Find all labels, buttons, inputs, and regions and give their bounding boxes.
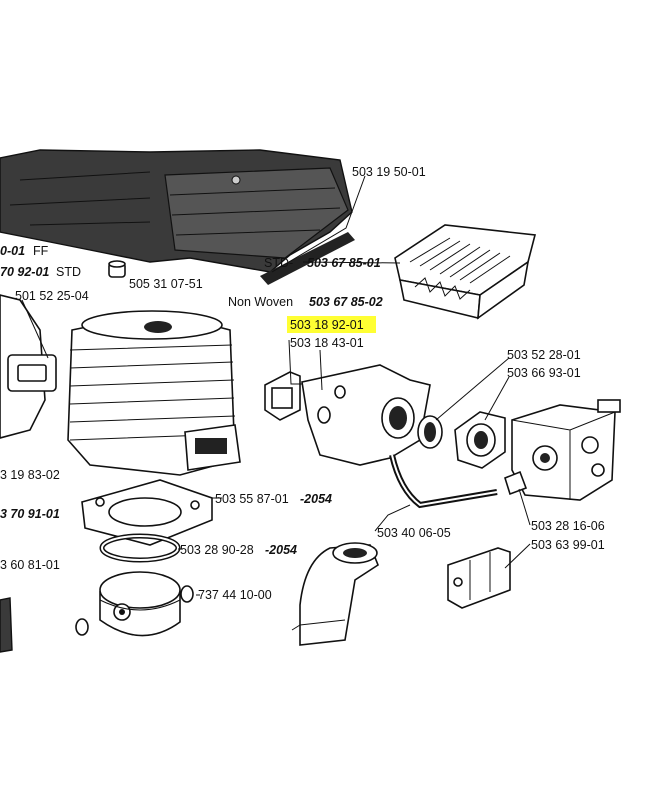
label-piston-partial: 3 70 91-01: [0, 507, 60, 521]
circlip-right: [180, 585, 194, 603]
label-gasket: 503 55 87-01: [215, 492, 289, 506]
label-intake-manifold: 503 18 43-01: [290, 336, 364, 350]
leader-lines: [21, 175, 531, 596]
label-gasket-suffix: -2054: [300, 492, 332, 506]
cylinder: [67, 310, 241, 476]
label-piston-ring-suffix: -2054: [265, 543, 297, 557]
gasket: [81, 479, 213, 546]
label-flange-ring: 503 52 28-01: [507, 348, 581, 362]
label-highlighted-part: 503 18 92-01: [290, 318, 364, 332]
carburetor: [504, 399, 621, 501]
label-muffler: 501 52 25-04: [15, 289, 89, 303]
label-impulse-hose: 503 40 06-05: [377, 526, 451, 540]
highlight-box: [287, 316, 376, 333]
label-std: STD: [56, 265, 81, 279]
label-ff: FF: [33, 244, 49, 258]
label-carburetor: 503 28 16-06: [531, 519, 605, 533]
impulse-hose-core: [391, 454, 498, 507]
label-piston-ring: 503 28 90-28: [180, 543, 254, 557]
label-std-prefix: STD-: [264, 256, 293, 270]
label-grommet: 503 63 99-01: [531, 538, 605, 552]
air-filter: [394, 224, 537, 320]
bushing: [108, 260, 126, 278]
label-bushing: 505 31 07-51: [129, 277, 203, 291]
muffler: [0, 294, 57, 653]
label-air-filter-cover: 503 19 50-01: [352, 165, 426, 179]
air-filter-cover: [0, 149, 355, 285]
label-ff-partial: 0-01: [0, 244, 25, 258]
piston-ring-inner: [101, 535, 179, 561]
label-std-partial: 70 92-01: [0, 265, 49, 279]
intake-boot: [291, 542, 379, 646]
intake-manifold: [264, 364, 431, 466]
carb-flange: [454, 411, 506, 469]
label-carb-flange: 503 66 93-01: [507, 366, 581, 380]
grommet: [447, 547, 511, 609]
circlip-left: [75, 618, 89, 636]
label-air-filter-std: 503 67 85-01: [307, 256, 381, 270]
piston: [99, 571, 181, 637]
label-cylinder-partial: 3 19 83-02: [0, 468, 60, 482]
label-air-filter-nonwoven: 503 67 85-02: [309, 295, 383, 309]
label-circlip: 737 44 10-00: [198, 588, 272, 602]
label-non-woven-prefix: Non Woven: [228, 295, 293, 309]
flange-ring: [417, 415, 443, 449]
label-bearing-partial: 3 60 81-01: [0, 558, 60, 572]
